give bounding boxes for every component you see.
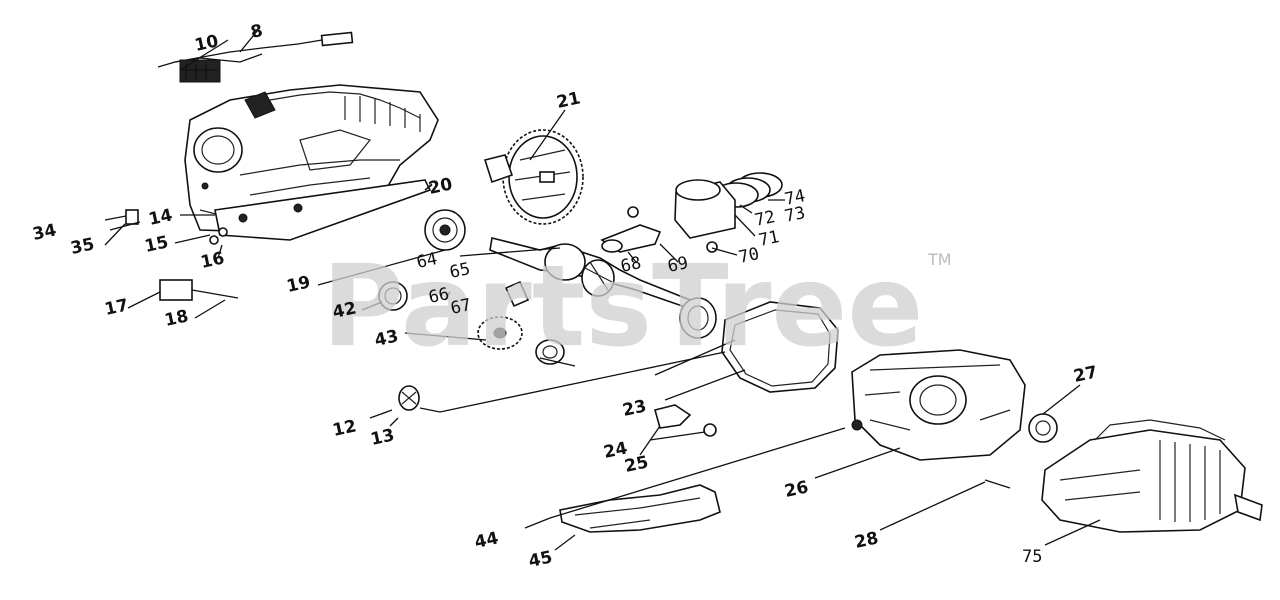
callout-45: 45: [527, 547, 554, 571]
callout-73: 73: [783, 203, 807, 227]
callout-75: 75: [1022, 547, 1042, 567]
callout-17: 17: [103, 295, 130, 319]
callout-65: 65: [448, 259, 472, 283]
callout-25: 25: [623, 452, 650, 476]
callout-18: 18: [163, 306, 190, 330]
leader-lines: [104, 29, 1101, 551]
engine-unit: [1041, 419, 1263, 533]
callout-44: 44: [473, 528, 500, 553]
watermark-text: PartsTree: [322, 242, 923, 372]
callout-23: 23: [621, 396, 648, 420]
callout-35: 35: [69, 234, 96, 258]
callout-15: 15: [143, 232, 170, 256]
watermark-trademark: TM: [927, 250, 952, 269]
callout-8: 8: [249, 21, 265, 43]
piston-assembly: [600, 172, 783, 253]
callout-69: 69: [666, 253, 690, 277]
callout-42: 42: [331, 298, 358, 322]
callout-70: 70: [737, 244, 761, 268]
callout-71: 71: [757, 227, 781, 251]
callout-72: 72: [753, 207, 777, 231]
callout-19: 19: [285, 272, 312, 296]
cam-gear: [483, 129, 584, 225]
callout-74: 74: [783, 186, 807, 210]
callout-10: 10: [193, 31, 220, 56]
callout-26: 26: [783, 477, 810, 501]
oil-seal: [1028, 413, 1058, 443]
callout-13: 13: [369, 425, 396, 449]
callout-24: 24: [602, 438, 629, 463]
callout-28: 28: [853, 528, 880, 552]
governor-parts: [378, 280, 565, 365]
callout-labels: 10 8 21 20 74 73 72 71 70 69 68 65 64 34…: [31, 21, 1099, 572]
callout-14: 14: [147, 205, 174, 230]
callout-64: 64: [415, 249, 439, 273]
callout-21: 21: [555, 88, 582, 112]
callout-27: 27: [1072, 362, 1099, 386]
small-hardware: [104, 183, 1011, 489]
callout-66: 66: [427, 284, 451, 308]
oil-pan: [559, 484, 721, 533]
cylinder-block: [184, 84, 439, 241]
callout-20: 20: [427, 174, 454, 199]
crankshaft: [424, 209, 717, 339]
callout-68: 68: [619, 253, 643, 277]
callout-67: 67: [449, 295, 473, 319]
callout-34: 34: [31, 220, 58, 245]
watermark: PartsTree TM: [322, 242, 952, 372]
crankcase-gasket: [721, 301, 839, 393]
ignition-wire-assembly: [157, 31, 354, 83]
callout-12: 12: [331, 416, 358, 440]
crankcase-cover: [851, 349, 1026, 461]
callout-16: 16: [199, 248, 226, 272]
callout-43: 43: [373, 326, 400, 350]
